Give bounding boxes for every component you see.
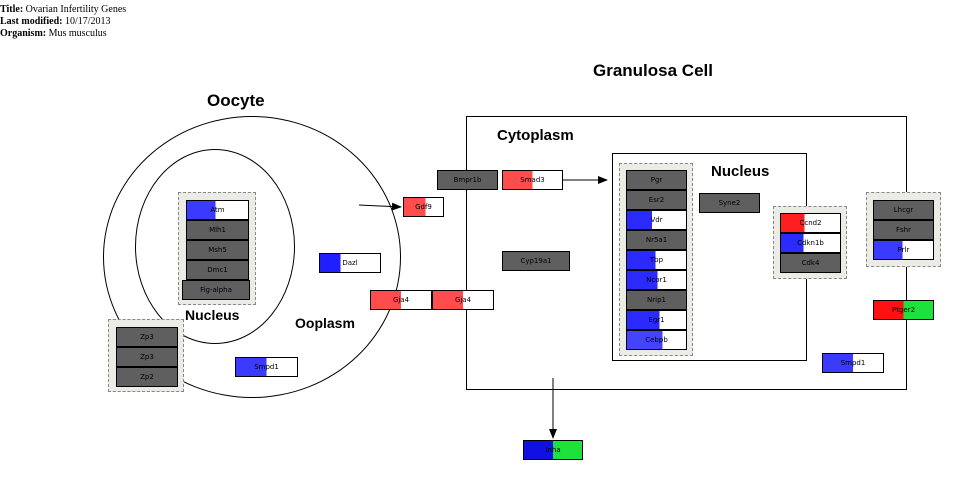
gene-nr5a1-label: Nr5a1 (645, 236, 668, 244)
gene-lhcgr-label: Lhcgr (893, 206, 914, 214)
gene-atm-label: Atm (210, 206, 225, 214)
modified-line: Last modified: 10/17/2013 (0, 16, 111, 28)
gene-gja4-b-label: Gja4 (454, 296, 472, 304)
gene-ptger2-label: Ptger2 (891, 306, 916, 314)
organism-line: Organism: Mus musculus (0, 28, 107, 40)
gene-vdr[interactable]: Vdr (626, 210, 687, 230)
gene-zp3-a[interactable]: Zp3 (116, 327, 178, 347)
gene-ncor1-label: Ncor1 (646, 276, 667, 284)
arrow-to-gdf9 (358, 202, 402, 211)
pathway-title: Ovarian Infertility Genes (25, 4, 127, 15)
gene-ccnd2-label: Ccnd2 (799, 219, 822, 227)
gene-dmc1-label: Dmc1 (207, 266, 228, 274)
gene-smad3[interactable]: Smad3 (502, 170, 563, 190)
gene-nr5a1[interactable]: Nr5a1 (626, 230, 687, 250)
title-line: Title: Ovarian Infertility Genes (0, 4, 126, 16)
gene-gja4-a-label: Gja4 (392, 296, 410, 304)
granulosa-nucleus-label: Nucleus (711, 163, 770, 180)
gene-nrip1-label: Nrip1 (647, 296, 666, 304)
gene-fig-alpha-label: Fig-alpha (200, 286, 232, 294)
gene-bmpr1b-label: Bmpr1b (453, 176, 482, 184)
gene-pgr-label: Pgr (650, 176, 663, 184)
gene-vdr-label: Vdr (650, 216, 663, 224)
gene-tbp-label: Tbp (649, 256, 664, 264)
gene-smpd1-oocyte[interactable]: Smpd1 (235, 357, 298, 377)
modified-label: Last modified: (0, 16, 63, 27)
gene-mlh1[interactable]: Mlh1 (186, 220, 249, 240)
gene-smpd1-oocyte-label: Smpd1 (254, 363, 279, 371)
gene-ptger2[interactable]: Ptger2 (873, 300, 934, 320)
gene-dmc1[interactable]: Dmc1 (186, 260, 249, 280)
gene-zp3-b-label: Zp3 (140, 353, 154, 361)
granulosa-cell-label: Granulosa Cell (593, 61, 713, 80)
gene-dazl[interactable]: Dazl (319, 253, 381, 273)
gene-cdkn1b-label: Cdkn1b (797, 239, 824, 247)
last-modified-value: 10/17/2013 (65, 16, 111, 27)
gene-prlr-label: Prlr (897, 246, 910, 254)
gene-msh5-label: Msh5 (208, 246, 227, 254)
cytoplasm-label: Cytoplasm (497, 127, 574, 144)
gene-zp2[interactable]: Zp2 (116, 367, 178, 387)
gene-gdf9-label: Gdf9 (415, 203, 432, 211)
gene-syne2-label: Syne2 (718, 199, 741, 207)
gene-fshr[interactable]: Fshr (873, 220, 934, 240)
gene-cyp19a1-label: Cyp19a1 (520, 257, 552, 265)
gene-smpd1-granulosa-label: Smpd1 (840, 359, 866, 367)
gene-cebpb-label: Cebpb (645, 336, 668, 344)
gene-esr2[interactable]: Esr2 (626, 190, 687, 210)
oocyte-nucleus-circle (135, 149, 295, 344)
gene-cdk4[interactable]: Cdk4 (780, 253, 841, 273)
gene-syne2[interactable]: Syne2 (699, 193, 760, 213)
organism-value: Mus musculus (48, 28, 107, 39)
gene-atm[interactable]: Atm (186, 200, 249, 220)
gene-prlr[interactable]: Prlr (873, 240, 934, 260)
gene-cdkn1b[interactable]: Cdkn1b (780, 233, 841, 253)
oocyte-nucleus-label: Nucleus (185, 307, 240, 323)
gene-fig-alpha[interactable]: Fig-alpha (182, 280, 250, 300)
gene-gja4-b[interactable]: Gja4 (432, 290, 494, 310)
gene-inha-label: Inha (545, 446, 561, 454)
gene-dazl-label: Dazl (342, 259, 358, 267)
ooplasm-label: Ooplasm (295, 315, 355, 331)
gene-ccnd2[interactable]: Ccnd2 (780, 213, 841, 233)
gene-tbp[interactable]: Tbp (626, 250, 687, 270)
gene-mlh1-label: Mlh1 (209, 226, 226, 234)
gene-fshr-label: Fshr (896, 226, 911, 234)
gene-lhcgr[interactable]: Lhcgr (873, 200, 934, 220)
gene-zp3-b[interactable]: Zp3 (116, 347, 178, 367)
gene-gja4-a[interactable]: Gja4 (370, 290, 432, 310)
gene-gdf9[interactable]: Gdf9 (403, 197, 444, 217)
gene-smad3-label: Smad3 (520, 176, 545, 184)
oocyte-label: Oocyte (207, 91, 265, 110)
gene-egr1[interactable]: Egr1 (626, 310, 687, 330)
title-label: Title: (0, 4, 24, 15)
gene-nrip1[interactable]: Nrip1 (626, 290, 687, 310)
gene-smpd1-granulosa[interactable]: Smpd1 (822, 353, 884, 373)
oocyte-circle (103, 116, 401, 398)
gene-cdk4-label: Cdk4 (801, 259, 820, 267)
gene-inha[interactable]: Inha (523, 440, 583, 460)
organism-label: Organism: (0, 28, 47, 39)
gene-egr1-label: Egr1 (648, 316, 665, 324)
gene-cyp19a1[interactable]: Cyp19a1 (502, 251, 570, 271)
gene-ncor1[interactable]: Ncor1 (626, 270, 687, 290)
gene-bmpr1b[interactable]: Bmpr1b (437, 170, 498, 190)
gene-cebpb[interactable]: Cebpb (626, 330, 687, 350)
gene-zp2-label: Zp2 (140, 373, 154, 381)
gene-zp3-a-label: Zp3 (140, 333, 154, 341)
gene-msh5[interactable]: Msh5 (186, 240, 249, 260)
gene-esr2-label: Esr2 (648, 196, 665, 204)
gene-pgr[interactable]: Pgr (626, 170, 687, 190)
